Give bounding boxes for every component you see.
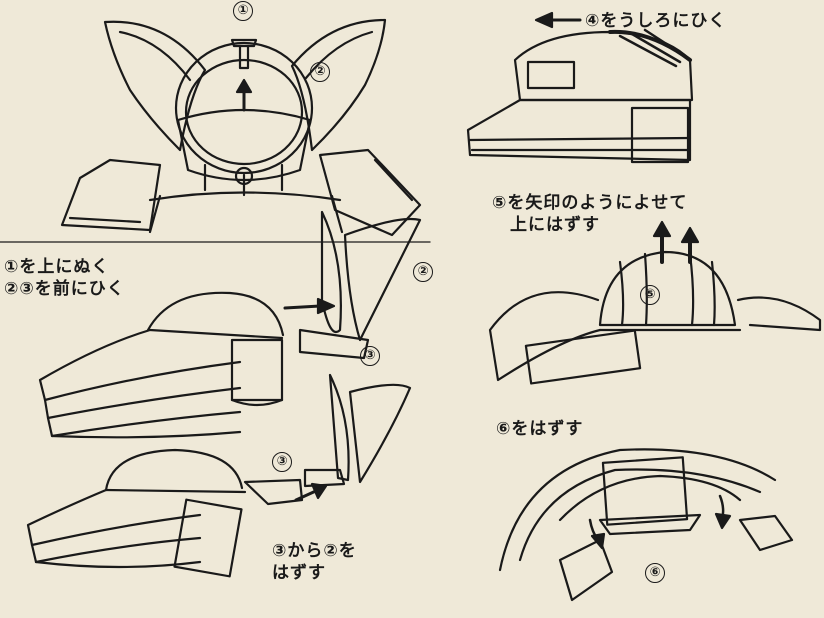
step-3-2-label-line2: はずす: [272, 563, 326, 583]
marker-5: ⑤: [640, 285, 660, 305]
marker-2-front: ②: [310, 62, 330, 82]
step-4-label: ④をうしろにひく: [585, 11, 727, 31]
helmet-back-illustration: [466, 11, 694, 164]
helmet-side-illustration-a: [38, 210, 422, 439]
marker-3-detached: ③: [272, 452, 292, 472]
step-6-label: ⑥をはずす: [496, 419, 584, 439]
helmet-inner-illustration: [498, 448, 794, 602]
step-1-label: ①を上にぬく: [4, 257, 110, 277]
step-2-3-label: ②③を前にひく: [4, 279, 125, 299]
helmet-front-illustration: [0, 18, 431, 243]
step-5-label-line1: ⑤を矢印のようによせて: [492, 193, 688, 213]
step-3-2-label-line1: ③から②を: [272, 541, 357, 561]
helmet-side-illustration-b: [26, 373, 412, 578]
marker-1: ①: [233, 1, 253, 21]
marker-2-side: ②: [413, 262, 433, 282]
marker-3-side: ③: [360, 346, 380, 366]
step-5-label-line2: 上にはずす: [510, 215, 600, 235]
marker-6: ⑥: [645, 563, 665, 583]
